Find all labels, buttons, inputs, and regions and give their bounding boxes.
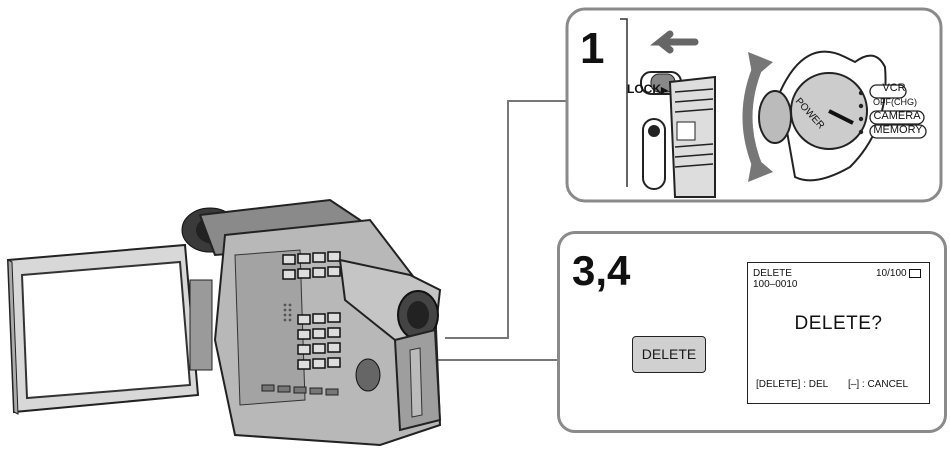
mode-vcr: VCR (882, 82, 906, 94)
mode-off-chg: OFF(CHG) (873, 97, 917, 107)
screen-title: DELETE (753, 268, 792, 279)
mode-memory: MEMORY (873, 124, 923, 136)
screen-prompt: DELETE? (794, 313, 883, 334)
mode-camera: CAMERA (873, 110, 921, 122)
camcorder-illustration (6, 198, 442, 447)
step-3-4-number: 3,4 (572, 247, 631, 294)
delete-button[interactable]: DELETE (632, 336, 706, 373)
screen-file-number: 100–0010 (753, 279, 798, 290)
lock-label: LOCK▶ (627, 82, 668, 96)
screen-option-cancel: [–] : CANCEL (848, 379, 909, 390)
lcd-screen: DELETE 100–0010 10/100 DELETE? [DELETE] … (747, 262, 930, 404)
screen-counter: 10/100 (876, 268, 921, 279)
step-1-number: 1 (580, 24, 605, 73)
screen-option-delete: [DELETE] : DEL (756, 379, 829, 390)
step-1-panel (565, 7, 943, 203)
card-icon (908, 268, 921, 278)
